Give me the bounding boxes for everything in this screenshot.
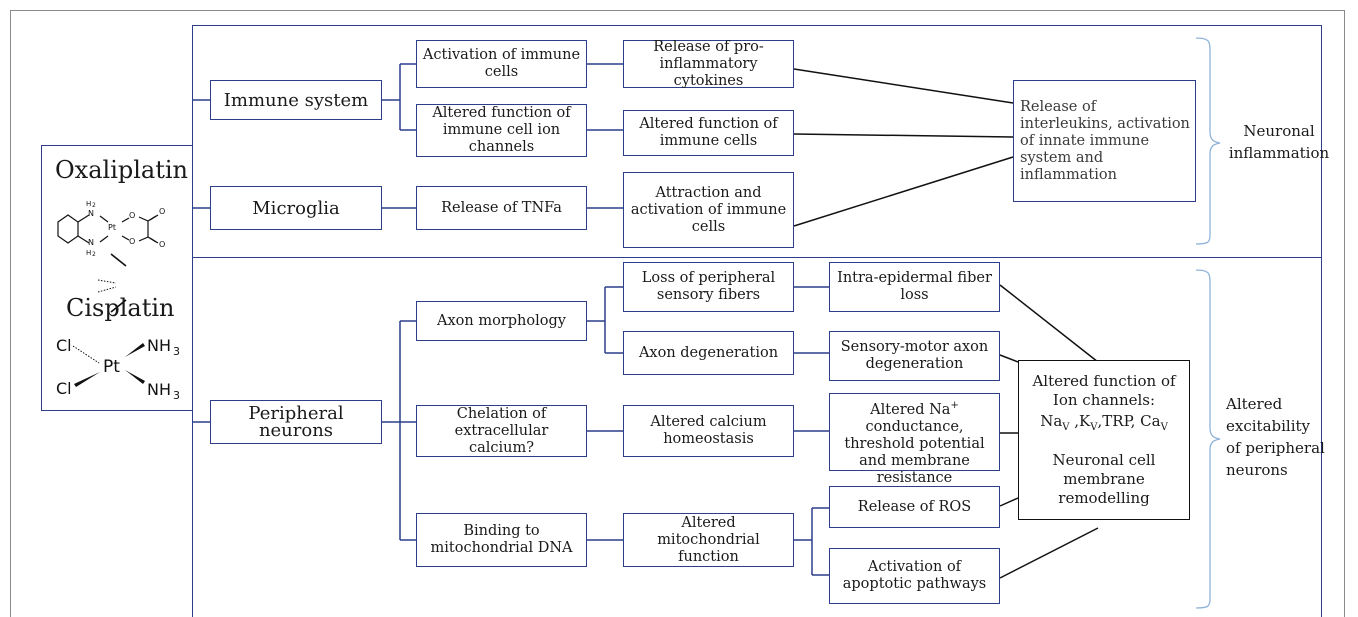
outcome-remodel: Neuronal cell membrane remodelling: [1052, 451, 1156, 507]
connector: [999, 284, 1099, 363]
na-superscript: +: [950, 400, 959, 411]
atom-cl: Cl: [56, 379, 72, 398]
ion-channel-list: NaV ,KV,TRP, CaV: [1040, 412, 1168, 437]
channel-subscript: V: [1062, 422, 1070, 433]
peripheral-neurons-box: Peripheral neurons: [210, 400, 382, 444]
intra-epidermal-box: Intra-epidermal fiber loss: [829, 262, 1000, 312]
release-ros-box: Release of ROS: [829, 486, 1000, 528]
connector: [999, 527, 1099, 579]
atom-n: N: [88, 209, 94, 218]
channel-subscript: V: [1160, 422, 1168, 433]
atom-subscript: 2: [92, 251, 96, 258]
outcome-title: Altered function of Ion channels:: [1032, 372, 1176, 409]
atom-nh: NH: [147, 380, 171, 399]
connector: [793, 68, 1014, 104]
outer-frame: [10, 10, 1345, 617]
altered-mito-box: Altered mitochondrial function: [623, 513, 794, 567]
channel-na: Na: [1040, 412, 1063, 430]
atom-o: O: [159, 240, 166, 249]
altered-immune-cells-box: Altered function of immune cells: [623, 110, 794, 156]
microglia-box: Microglia: [210, 186, 382, 230]
oxaliplatin-structure: [57, 214, 159, 313]
atom-o: O: [129, 211, 136, 220]
channel-separator: ,: [1069, 412, 1080, 430]
inflammation-side-label: Neuronal inflammation: [1228, 122, 1330, 162]
binding-dna-box: Binding to mitochondrial DNA: [416, 513, 587, 567]
na-conductance-box: Altered Na+ conductance, threshold poten…: [829, 393, 1000, 486]
excitability-panel: [192, 257, 1322, 617]
na-conductance-detail: conductance, threshold potential and mem…: [844, 418, 985, 486]
apoptotic-box: Activation of apoptotic pathways: [829, 548, 1000, 604]
excitability-side-label: Altered excitability of peripheral neuro…: [1226, 395, 1325, 479]
attraction-activation-box: Attraction and activation of immune cell…: [623, 172, 794, 248]
immune-system-box: Immune system: [210, 80, 382, 120]
atom-pt: Pt: [103, 357, 120, 377]
release-cytokines-box: Release of pro-inflammatory cytokines: [623, 39, 794, 89]
activation-immune-cells-box: Activation of immune cells: [416, 40, 587, 88]
atom-cl: Cl: [56, 336, 72, 355]
atom-subscript: 3: [173, 345, 180, 358]
inflammation-outcome-box: Release of interleukins, activation of i…: [1013, 80, 1196, 202]
atom-subscript: 2: [92, 202, 96, 209]
oxaliplatin-label: Oxaliplatin: [55, 156, 188, 184]
brace-inflammation: [1195, 37, 1221, 245]
atom-h: H: [86, 249, 92, 257]
brace-excitability: [1195, 269, 1221, 609]
drug-box: Oxaliplatin: [41, 145, 193, 411]
atom-pt: Pt: [108, 223, 116, 232]
altered-calcium-box: Altered calcium homeostasis: [623, 405, 794, 457]
release-tnfa-box: Release of TNFa: [416, 186, 587, 230]
atom-n: N: [88, 238, 94, 247]
na-conductance-text: Altered Na: [870, 401, 951, 418]
atom-h: H: [86, 200, 92, 208]
connector: [793, 133, 1014, 138]
channel-trp: ,TRP,: [1097, 412, 1141, 430]
axon-morphology-box: Axon morphology: [416, 301, 587, 341]
chelation-box: Chelation of extracellular calcium?: [416, 405, 587, 457]
atom-subscript: 3: [173, 389, 180, 402]
connector: [999, 354, 1019, 363]
channel-k: K: [1079, 412, 1091, 430]
channel-ca: Ca: [1140, 412, 1161, 430]
excitability-outcome-box: Altered function of Ion channels: NaV ,K…: [1018, 360, 1190, 520]
channel-subscript: V: [1090, 422, 1098, 433]
sensory-motor-box: Sensory-motor axon degeneration: [829, 331, 1000, 381]
connector: [999, 497, 1019, 507]
atom-o: O: [159, 207, 166, 216]
atom-o: O: [129, 237, 136, 246]
axon-degeneration-box: Axon degeneration: [623, 331, 794, 375]
connector: [793, 156, 1014, 227]
atom-nh: NH: [147, 336, 171, 355]
inflammation-panel: [192, 25, 1322, 258]
loss-fibers-box: Loss of peripheral sensory fibers: [623, 262, 794, 312]
cisplatin-label: Cisplatin: [66, 294, 175, 322]
altered-ion-channels-box: Altered function of immune cell ion chan…: [416, 104, 587, 157]
